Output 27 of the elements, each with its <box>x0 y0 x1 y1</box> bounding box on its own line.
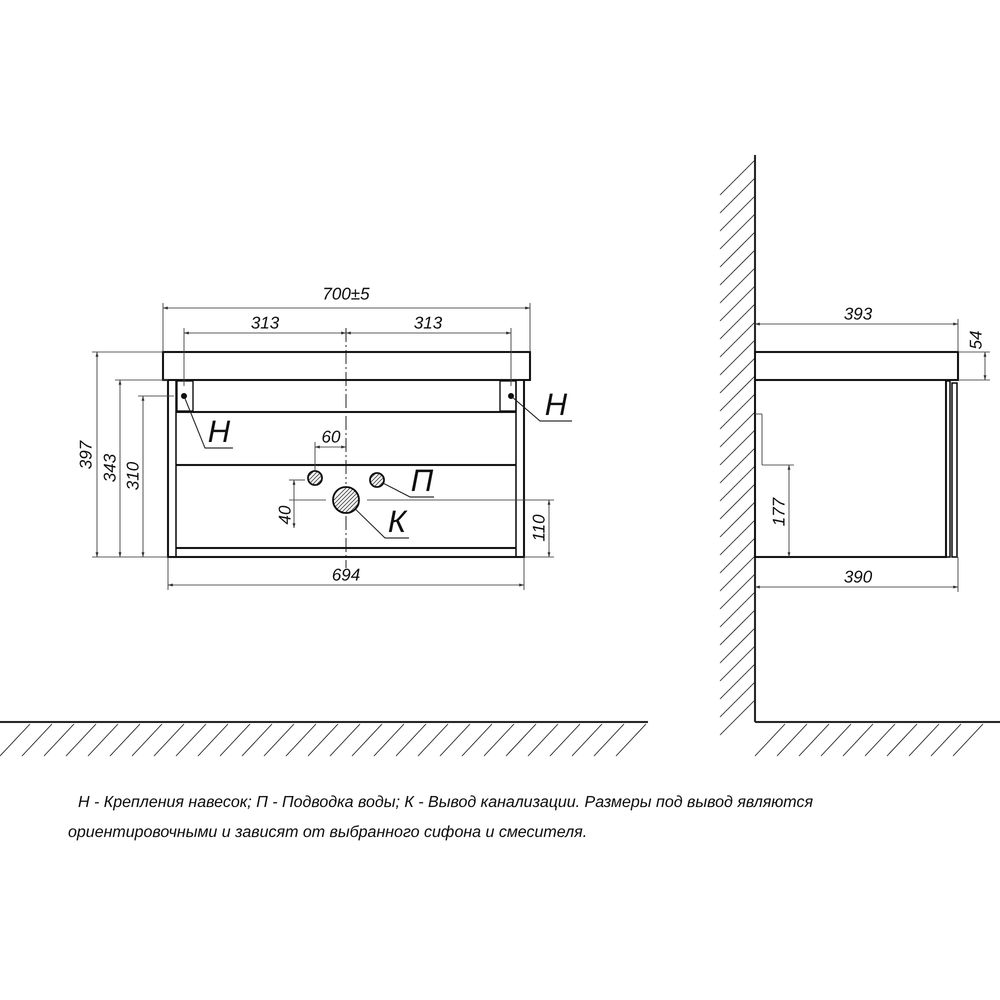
part-letter: Н <box>205 416 233 448</box>
dimension-value: 397 <box>78 440 94 470</box>
dimension-value: 390 <box>844 568 872 586</box>
dimension-value: 393 <box>844 306 872 322</box>
leader-line <box>354 508 410 538</box>
caption: Н - Крепления навесок; П - Подводка воды; К - Вывод канализации. Размеры под вывод являются ориентировочными и зависят от выбранного сифона и смесителя. <box>68 793 814 843</box>
dimension-value: 54 <box>968 330 984 350</box>
mounting-point <box>508 393 514 399</box>
part-letter: К <box>385 506 409 538</box>
dimension-value: 343 <box>102 454 118 482</box>
mounting-point <box>181 393 187 399</box>
pipe-outlet <box>369 472 385 488</box>
leader-line <box>512 397 572 422</box>
dimension-value: 700±5 <box>322 286 370 302</box>
part-letter: П <box>410 465 434 497</box>
dimension-value: 310 <box>124 462 142 490</box>
dimension-value: 60 <box>322 428 340 446</box>
dimension-value: 313 <box>250 314 280 332</box>
dimension-value: 694 <box>332 566 360 584</box>
pipe-outlet <box>332 486 360 514</box>
dimension-value: 177 <box>770 498 788 526</box>
leader-line <box>184 398 234 448</box>
dimension-value: 110 <box>530 514 548 542</box>
leader-line <box>382 482 434 498</box>
dimension-value: 313 <box>414 314 442 332</box>
part-letter: Н <box>540 389 572 421</box>
dimension-value: 40 <box>276 506 294 524</box>
